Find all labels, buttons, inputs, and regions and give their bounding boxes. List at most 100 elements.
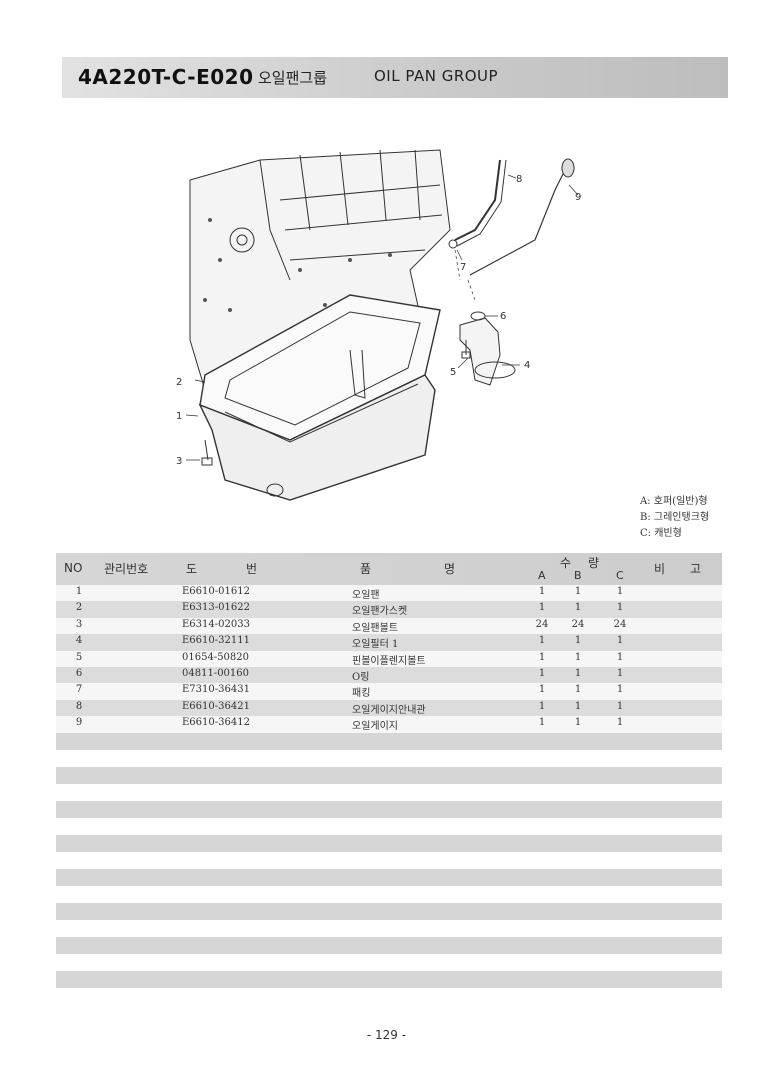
- part-number: E6610-36421: [182, 700, 250, 712]
- part-name: 오일게이지안내관: [352, 704, 426, 716]
- qty-a: 1: [538, 635, 546, 647]
- header-no: NO: [64, 561, 83, 575]
- legend-item-c: C: 캐빈형: [640, 528, 682, 539]
- part-number: E6314-02033: [182, 618, 250, 630]
- header-myeong: 명: [444, 562, 456, 576]
- part-name: 오일팬볼트: [352, 622, 398, 634]
- qty-b: 1: [574, 586, 582, 597]
- qty-b: 1: [574, 667, 582, 679]
- row-number: 3: [75, 618, 83, 630]
- header-pum: 품: [360, 562, 372, 576]
- model-legend: A: 호퍼(일반)형 B: 그레인탱크형 C: 캐빈형: [640, 494, 709, 542]
- header-ryang: 량: [588, 556, 600, 570]
- part-number: E6313-01622: [182, 602, 250, 614]
- row-number: 5: [75, 651, 83, 663]
- table-row: 6 04811-00160 O링 1 1 1: [56, 666, 722, 684]
- header-go: 고: [690, 562, 702, 576]
- qty-b: 1: [574, 684, 582, 696]
- callout-9: 9: [575, 192, 581, 203]
- group-title-english: OIL PAN GROUP: [374, 67, 499, 85]
- callout-1: 1: [176, 411, 182, 422]
- qty-c: 1: [616, 717, 624, 729]
- qty-c: 24: [613, 618, 627, 630]
- part-name: O링: [352, 671, 370, 683]
- row-number: 8: [75, 700, 83, 712]
- qty-b: 1: [574, 717, 582, 729]
- callout-2: 2: [176, 377, 182, 388]
- qty-a: 1: [538, 700, 546, 712]
- row-number: 6: [75, 667, 83, 679]
- qty-c: 1: [616, 684, 624, 696]
- part-number: E7310-36431: [182, 684, 250, 696]
- table-row: 9 E6610-36412 오일게이지 1 1 1: [56, 716, 722, 733]
- header-su: 수: [560, 556, 572, 570]
- qty-a: 1: [538, 586, 546, 597]
- callout-6: 6: [500, 311, 506, 322]
- table-row: 3 E6314-02033 오일팬볼트 24 24 24: [56, 617, 722, 635]
- part-number: E6610-36412: [182, 717, 250, 729]
- qty-b: 1: [574, 602, 582, 614]
- legend-item-a: A: 호퍼(일반)형: [640, 496, 708, 507]
- qty-b: 24: [571, 618, 585, 630]
- callout-3: 3: [176, 456, 182, 467]
- qty-c: 1: [616, 586, 624, 597]
- row-number: 4: [75, 635, 83, 647]
- qty-b: 1: [574, 635, 582, 647]
- qty-a: 1: [538, 684, 546, 696]
- row-number: 1: [75, 586, 83, 597]
- qty-c: 1: [616, 651, 624, 663]
- page-number: - 129 -: [366, 1028, 407, 1042]
- table-empty-band: [56, 733, 722, 750]
- oil-pan-exploded-diagram: 1 2 3 4 5 6 7 8 9: [176, 149, 581, 501]
- table-row: 1 E6610-01612 오일팬 1 1 1: [56, 585, 722, 602]
- table-empty-band: [56, 767, 722, 784]
- part-number: E6610-01612: [182, 586, 250, 597]
- qty-a: 24: [535, 618, 549, 630]
- table-empty-band: [56, 869, 722, 886]
- part-name: 핀볼이플렌지볼트: [352, 655, 426, 667]
- legend-item-b: B: 그레인탱크형: [640, 512, 710, 523]
- group-title-korean: 오일팬그룹: [258, 69, 328, 87]
- header-do: 도: [186, 562, 198, 576]
- row-number: 9: [75, 717, 83, 729]
- page-header: 4A220T-C-E020 오일팬그룹 OIL PAN GROUP: [62, 57, 728, 98]
- part-name: 패킹: [352, 688, 371, 700]
- header-col-b: B: [574, 569, 582, 582]
- table-empty-band: [56, 903, 722, 920]
- qty-c: 1: [616, 667, 624, 679]
- table-empty-band: [56, 835, 722, 852]
- qty-a: 1: [538, 717, 546, 729]
- qty-c: 1: [616, 700, 624, 712]
- qty-c: 1: [616, 602, 624, 614]
- table-empty-band: [56, 937, 722, 954]
- table-row: 5 01654-50820 핀볼이플렌지볼트 1 1 1: [56, 650, 722, 667]
- qty-b: 1: [574, 651, 582, 663]
- group-code: 4A220T-C-E020: [78, 65, 254, 89]
- header-bi: 비: [654, 562, 666, 576]
- header-management-number: 관리번호: [104, 562, 149, 576]
- parts-table-header: NO 관리번호 도 번 품 명 수 량 A B C 비 고: [56, 553, 722, 585]
- row-number: 2: [75, 602, 83, 614]
- part-number: 04811-00160: [182, 667, 250, 679]
- table-empty-band: [56, 801, 722, 818]
- table-empty-band: [56, 971, 722, 988]
- callout-8: 8: [516, 174, 522, 185]
- part-name: 오일팬: [352, 590, 380, 601]
- qty-a: 1: [538, 651, 546, 663]
- callout-5: 5: [450, 367, 456, 378]
- qty-a: 1: [538, 667, 546, 679]
- table-row: 7 E7310-36431 패킹 1 1 1: [56, 683, 722, 700]
- part-name: 오일게이지: [352, 721, 398, 733]
- header-col-c: C: [616, 569, 624, 582]
- qty-c: 1: [616, 635, 624, 647]
- part-name: 오일팬가스켓: [352, 606, 408, 618]
- row-number: 7: [75, 684, 83, 696]
- callout-4: 4: [524, 360, 530, 371]
- header-col-a: A: [538, 569, 546, 582]
- part-number: 01654-50820: [182, 651, 250, 663]
- header-beon: 번: [246, 562, 258, 576]
